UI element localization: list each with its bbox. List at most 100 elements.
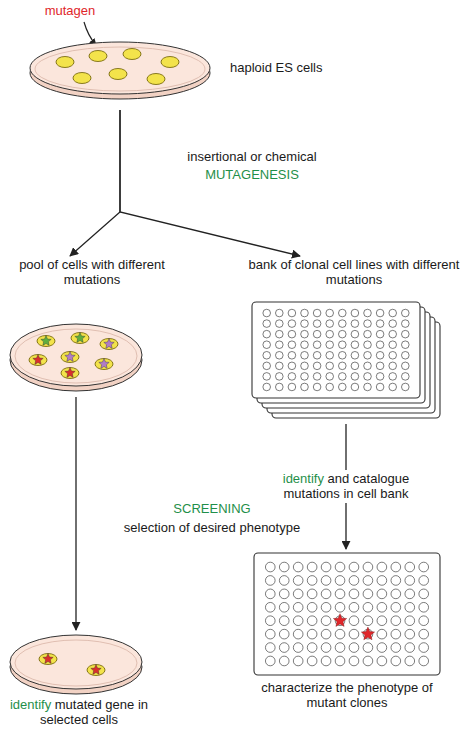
well: [401, 330, 409, 338]
well: [376, 309, 384, 317]
well: [419, 562, 429, 572]
well: [335, 656, 345, 666]
well: [288, 341, 296, 349]
well: [301, 362, 309, 370]
flow-arrow: [75, 397, 76, 630]
well: [279, 562, 289, 572]
mutation-star: [104, 339, 114, 349]
well: [321, 616, 331, 626]
well: [364, 373, 372, 381]
well: [313, 362, 321, 370]
flow-arrow: [70, 110, 120, 256]
annotation-label: selection of desired phenotype: [124, 521, 300, 536]
cell: [37, 336, 55, 347]
well: [338, 351, 346, 359]
well: [288, 383, 296, 391]
well: [335, 629, 345, 639]
well: [307, 629, 317, 639]
well: [313, 351, 321, 359]
well: [376, 330, 384, 338]
well: [293, 576, 303, 586]
node-group: identify mutated gene in selected cells: [4, 632, 154, 730]
well: [335, 576, 345, 586]
well: [279, 589, 289, 599]
well: [391, 616, 401, 626]
well: [307, 616, 317, 626]
well: [405, 576, 415, 586]
well: [326, 320, 334, 328]
well: [338, 341, 346, 349]
node-label: characterize the phenotype of mutant clo…: [250, 681, 444, 711]
well: [307, 562, 317, 572]
well: [376, 320, 384, 328]
mutation-star: [361, 627, 374, 640]
well: [288, 351, 296, 359]
well: [391, 602, 401, 612]
well: [363, 656, 373, 666]
well: [376, 373, 384, 381]
well: [405, 589, 415, 599]
well: [326, 341, 334, 349]
well: [389, 320, 397, 328]
well: [391, 629, 401, 639]
cell: [71, 333, 89, 344]
cell: [123, 49, 141, 60]
cell: [87, 665, 105, 676]
node-group: bank of clonal cell lines with different…: [236, 258, 472, 422]
well: [326, 309, 334, 317]
well: [391, 589, 401, 599]
well: [401, 383, 409, 391]
annotation-label: SCREENING: [173, 502, 250, 517]
well: [279, 643, 289, 653]
cell: [56, 57, 74, 68]
well: [275, 373, 283, 381]
well: [313, 383, 321, 391]
well: [279, 616, 289, 626]
cell: [161, 57, 179, 68]
well: [326, 373, 334, 381]
well: [288, 309, 296, 317]
well: [321, 643, 331, 653]
well: [401, 351, 409, 359]
well: [349, 562, 359, 572]
well: [389, 383, 397, 391]
well: [376, 383, 384, 391]
well: [263, 383, 271, 391]
dish-surface: [10, 324, 142, 386]
well: [265, 562, 275, 572]
well: [419, 602, 429, 612]
well: [349, 616, 359, 626]
well: [391, 576, 401, 586]
well: [321, 562, 331, 572]
well: [363, 643, 373, 653]
well: [391, 643, 401, 653]
well: [351, 362, 359, 370]
well: [293, 562, 303, 572]
well: [405, 616, 415, 626]
well: [288, 320, 296, 328]
well: [351, 351, 359, 359]
well: [293, 589, 303, 599]
well: [401, 309, 409, 317]
well: [263, 362, 271, 370]
well: [389, 351, 397, 359]
well: [307, 643, 317, 653]
well: [389, 341, 397, 349]
well: [419, 589, 429, 599]
well: [401, 362, 409, 370]
well: [321, 576, 331, 586]
well: [265, 629, 275, 639]
well: [335, 643, 345, 653]
well: [401, 373, 409, 381]
accent-word: identify: [283, 471, 324, 486]
well: [419, 616, 429, 626]
well: [313, 330, 321, 338]
well: [321, 629, 331, 639]
well: [265, 656, 275, 666]
well: [275, 320, 283, 328]
well: [391, 562, 401, 572]
well: [321, 589, 331, 599]
well: [275, 330, 283, 338]
well: [351, 383, 359, 391]
well: [301, 330, 309, 338]
